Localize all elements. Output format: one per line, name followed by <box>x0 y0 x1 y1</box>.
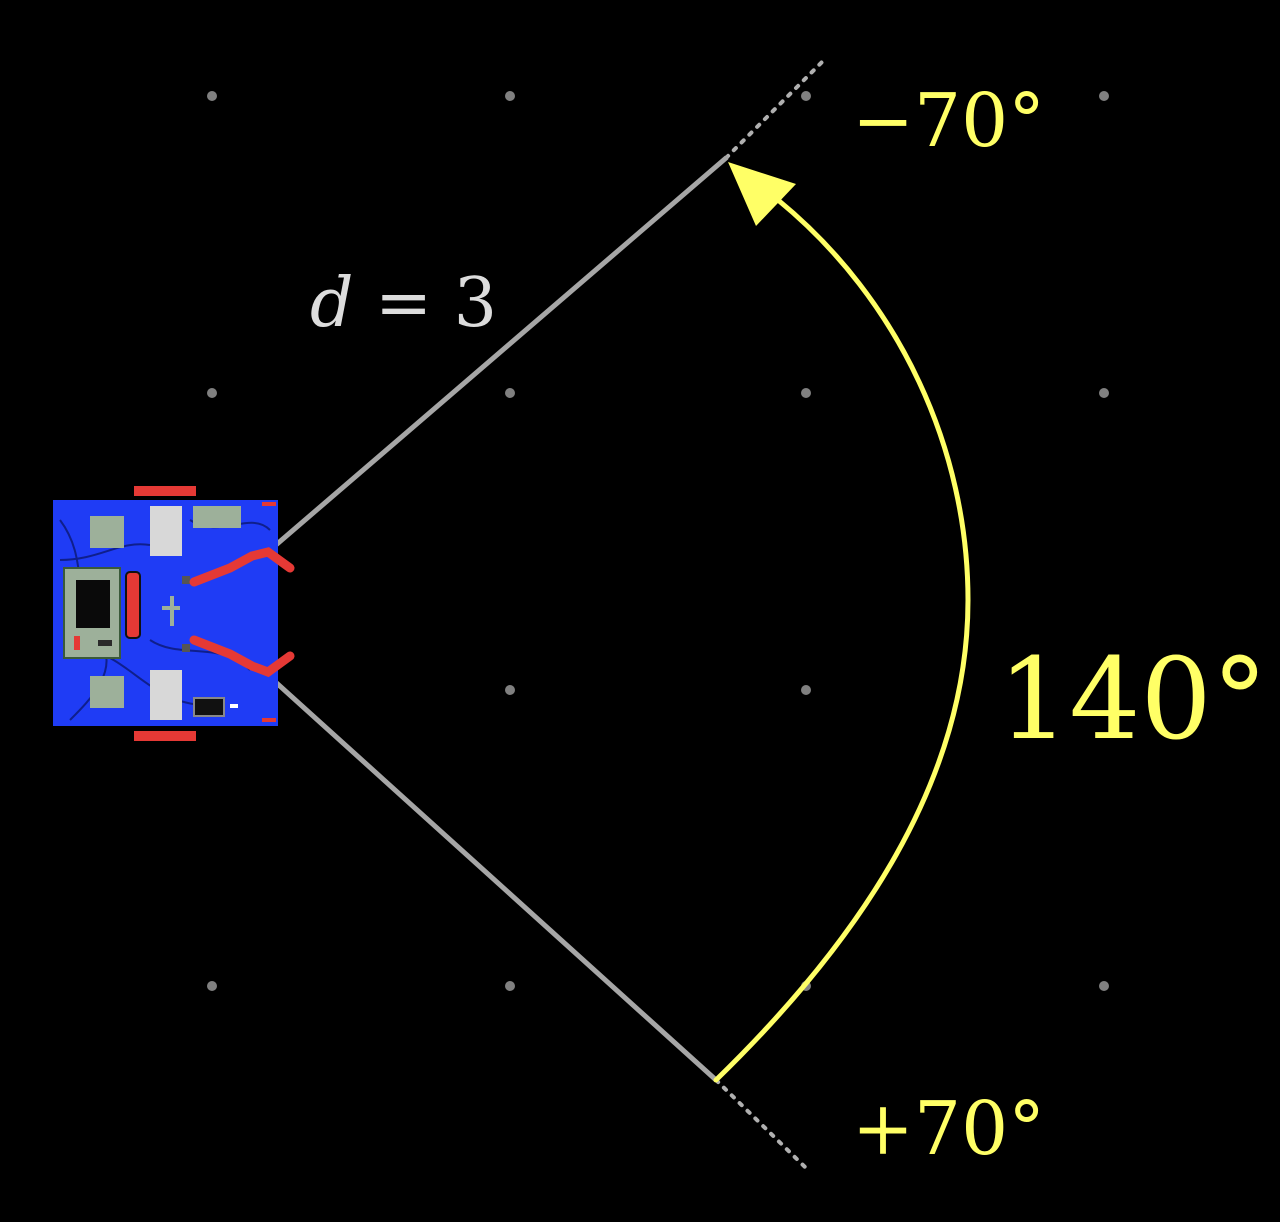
sweep-angle-label: 140° <box>998 635 1268 765</box>
grid-dot <box>505 981 515 991</box>
upper-dotted-extension <box>724 60 824 160</box>
grid-dot <box>505 685 515 695</box>
grid-dot <box>801 388 811 398</box>
grid-dot <box>1099 91 1109 101</box>
lower-dotted-extension <box>714 1078 808 1170</box>
sweep-arc <box>713 197 971 1083</box>
distance-value: = 3 <box>354 264 497 343</box>
distance-variable: d <box>310 264 354 343</box>
grid-dot <box>207 91 217 101</box>
min-angle-label: −70° <box>852 78 1045 164</box>
lower-range-ray <box>195 609 719 1083</box>
grid-dot <box>801 685 811 695</box>
grid-dot <box>1099 388 1109 398</box>
grid-dot <box>505 91 515 101</box>
max-angle-label: +70° <box>852 1086 1045 1172</box>
upper-range-ray <box>195 155 729 615</box>
grid-dots <box>207 91 1109 991</box>
arrowhead-icon <box>728 162 796 226</box>
grid-dot <box>207 981 217 991</box>
grid-dot <box>505 388 515 398</box>
grid-dot <box>207 388 217 398</box>
distance-label: d = 3 <box>310 264 497 343</box>
grid-dot <box>1099 981 1109 991</box>
robot-icon <box>53 486 295 741</box>
grid-dot <box>801 91 811 101</box>
